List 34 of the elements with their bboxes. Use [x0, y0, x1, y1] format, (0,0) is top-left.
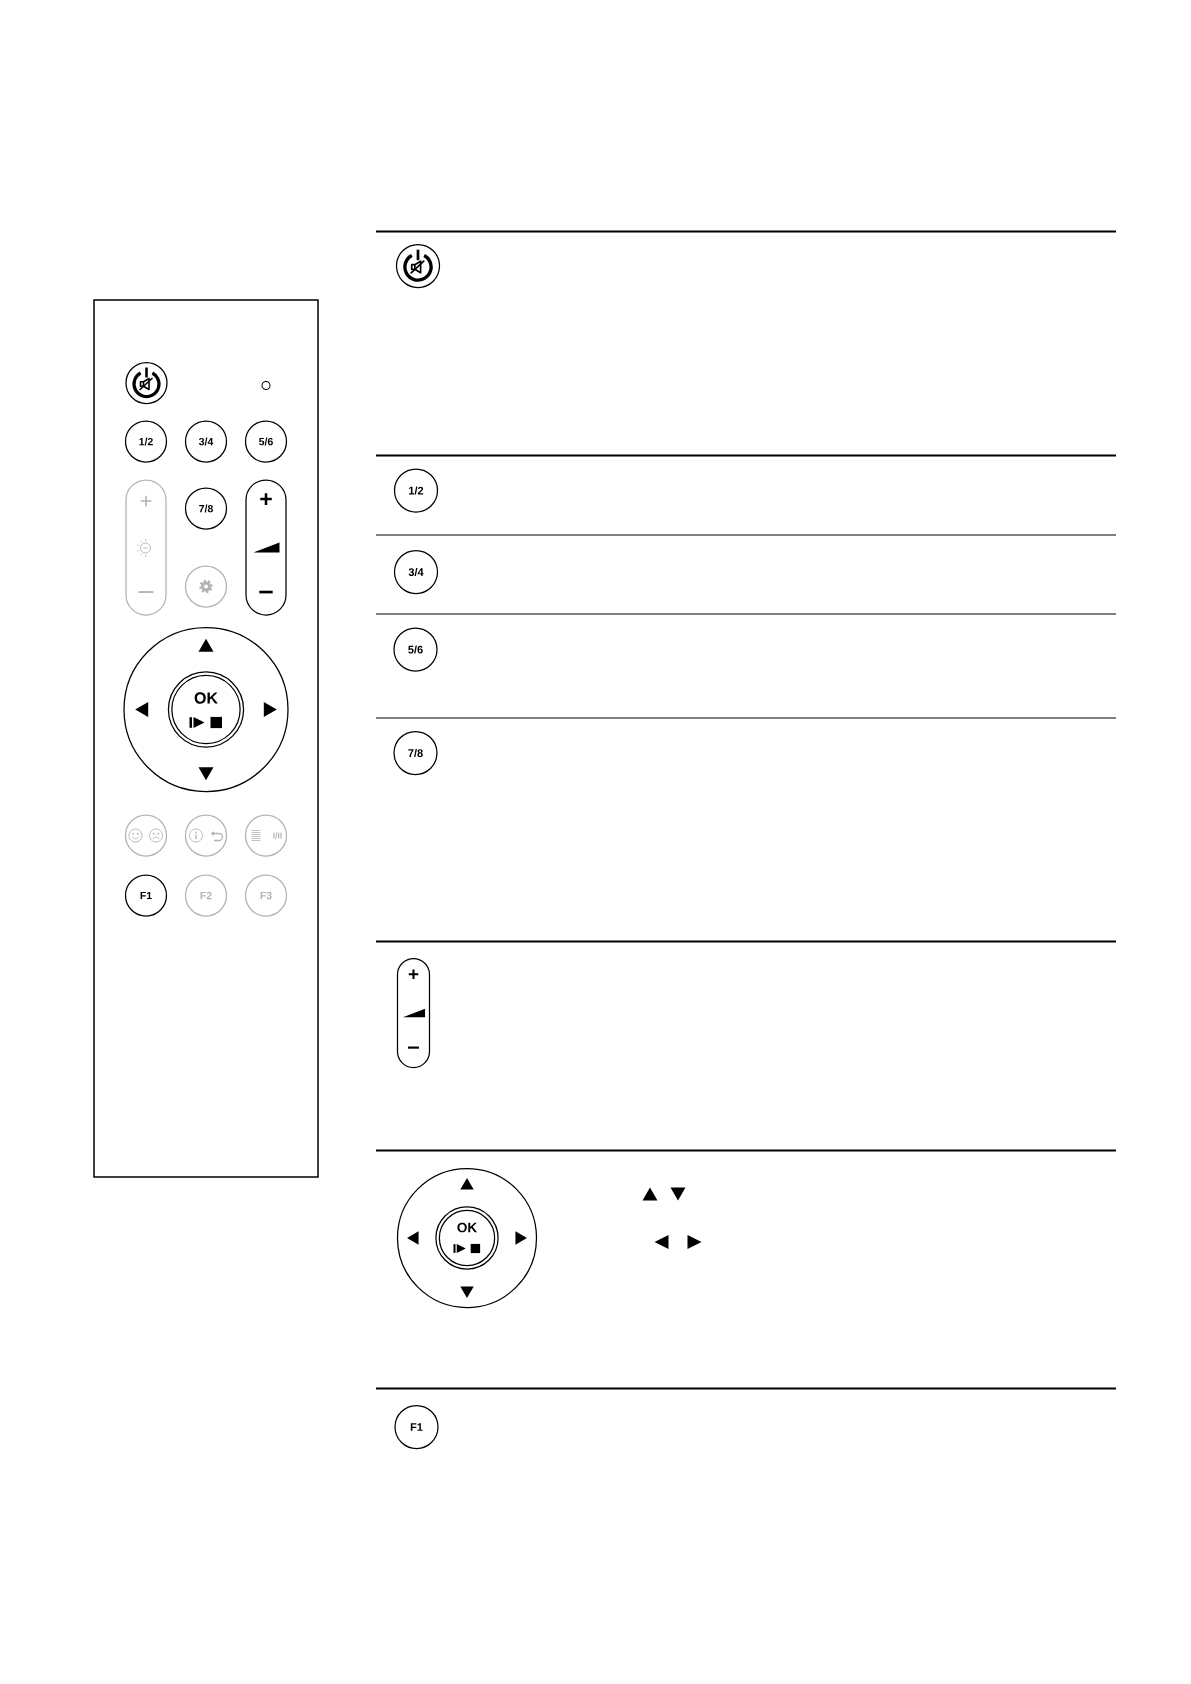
right-triangle	[263, 702, 277, 717]
round-button: F1	[124, 874, 168, 917]
round-button: F1	[394, 1404, 439, 1450]
left-triangle	[135, 702, 149, 717]
ok-button: OK	[435, 1206, 499, 1270]
power-button	[125, 361, 168, 405]
remote-control	[93, 299, 319, 1178]
rocker-button: + –	[125, 479, 167, 616]
round-button: 1/2	[393, 468, 439, 513]
round-button: 3/4	[393, 549, 439, 595]
round-button: F3	[244, 874, 288, 917]
left-triangle	[407, 1231, 419, 1245]
navigation-ring	[123, 626, 289, 793]
round-button: I/II	[244, 814, 288, 857]
power-button	[395, 243, 441, 289]
round-button: 3/4	[184, 420, 228, 463]
down-triangle	[198, 767, 214, 781]
ok-button: OK	[167, 671, 245, 748]
round-button: 5/6	[393, 627, 438, 672]
rocker-button: + –	[396, 957, 431, 1069]
up-triangle	[460, 1178, 474, 1190]
round-button: 1/2	[124, 420, 168, 463]
up-triangle	[198, 638, 214, 652]
round-button	[184, 814, 228, 857]
round-button: 7/8	[184, 487, 228, 530]
round-button: F2	[184, 874, 228, 917]
round-button: 5/6	[244, 420, 288, 463]
down-triangle	[460, 1286, 474, 1298]
rocker-button: + –	[245, 479, 287, 616]
gear-button	[184, 565, 228, 608]
navigation-ring	[396, 1167, 538, 1309]
round-button: 7/8	[393, 730, 438, 776]
round-button	[124, 814, 168, 857]
right-triangle	[515, 1231, 527, 1245]
